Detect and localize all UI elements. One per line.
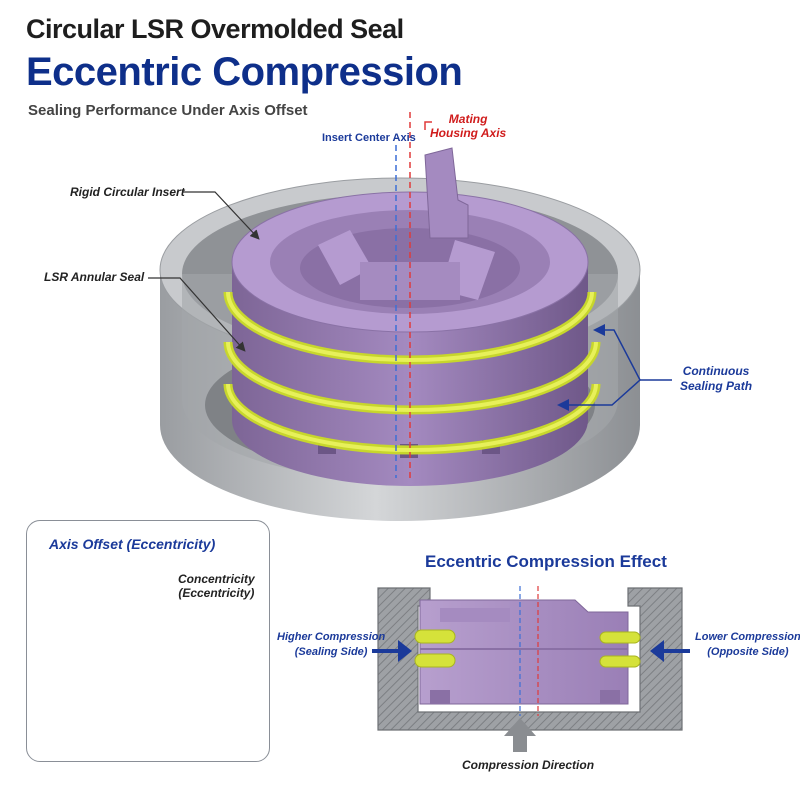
- lower-compression-label: Lower Compression (Opposite Side): [695, 631, 800, 658]
- higher-compression-label: Higher Compression (Sealing Side): [277, 631, 386, 658]
- inset-title: Axis Offset (Eccentricity): [49, 536, 216, 552]
- effect-title: Eccentric Compression Effect: [425, 552, 667, 571]
- inset-panel: Axis Offset (Eccentricity): [26, 520, 270, 762]
- lsr-seal-label: LSR Annular Seal: [44, 270, 145, 284]
- insert-center-axis-label: Insert Center Axis: [322, 132, 416, 144]
- housing-axis-bracket: [424, 121, 432, 130]
- mating-housing-axis-label: Mating Housing Axis: [430, 112, 507, 140]
- seal-leader: [148, 277, 246, 352]
- page-subtitle: Sealing Performance Under Axis Offset: [28, 102, 308, 119]
- sealing-path-leader-lower: [557, 379, 641, 411]
- continuous-sealing-path-label: Continuous Sealing Path: [680, 364, 753, 393]
- insert-leader: [182, 191, 260, 240]
- page-headline: Eccentric Compression: [26, 50, 463, 94]
- concentricity-label: Concentricity (Eccentricity): [178, 572, 255, 600]
- rigid-insert-label: Rigid Circular Insert: [70, 185, 185, 199]
- compression-direction-label: Compression Direction: [462, 758, 595, 772]
- sealing-path-leader-upper: [593, 324, 672, 381]
- lsr-seal-rings: [223, 291, 601, 455]
- page-title: Circular LSR Overmolded Seal: [26, 14, 404, 44]
- section-view: [372, 586, 690, 752]
